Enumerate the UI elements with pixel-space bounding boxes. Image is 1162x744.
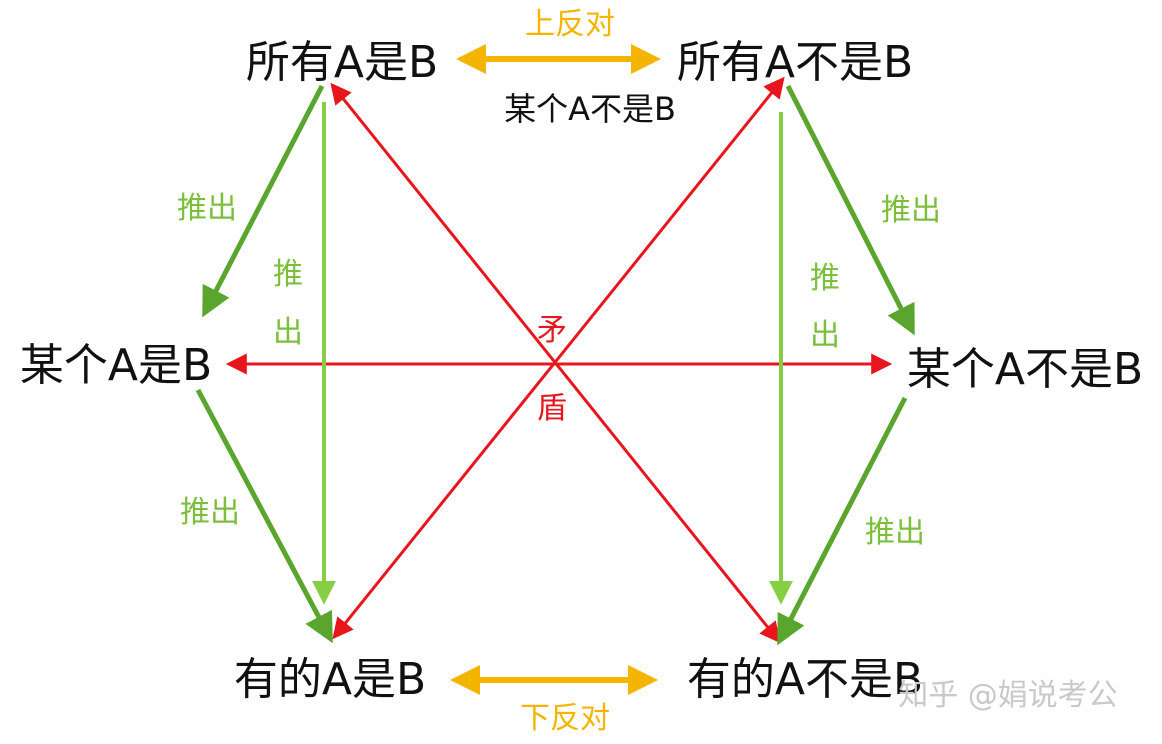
label-lower-contrary: 下反对 [520, 701, 610, 736]
label-infer-upper-left: 推出 [177, 191, 237, 226]
label-infer-lower-right: 推出 [865, 515, 925, 550]
infer-arrow-top-left-to-mid-left [202, 84, 325, 318]
node-bottom-right: 有的A不是B [687, 654, 923, 705]
label-infer-left-vertical-char2: 出 [273, 315, 303, 350]
watermark: 知乎 @娟说考公 [898, 678, 1118, 713]
node-bottom-left: 有的A是B [234, 654, 426, 705]
contradiction-arrow-diagonal-2 [332, 76, 785, 640]
label-infer-right-vertical-char2: 出 [810, 318, 840, 353]
infer-arrow-top-right-to-mid-right [785, 84, 915, 336]
infer-arrow-mid-right-to-bottom-right [777, 396, 908, 646]
label-infer-upper-right: 推出 [881, 193, 941, 228]
label-contradiction-bottom: 盾 [537, 391, 567, 426]
node-top-right-sub: 某个A不是B [504, 90, 676, 128]
label-infer-right-vertical-char1: 推 [810, 261, 840, 296]
node-top-right: 所有A不是B [677, 37, 913, 88]
node-top-left: 所有A是B [246, 37, 438, 88]
label-infer-left-vertical-char1: 推 [273, 257, 303, 292]
infer-arrow-mid-left-to-bottom-left [195, 388, 333, 644]
label-upper-contrary: 上反对 [525, 7, 615, 42]
node-mid-right: 某个A不是B [907, 344, 1143, 395]
node-mid-left: 某个A是B [20, 340, 212, 391]
label-contradiction-top: 矛 [537, 313, 567, 348]
label-infer-lower-left: 推出 [180, 495, 240, 530]
